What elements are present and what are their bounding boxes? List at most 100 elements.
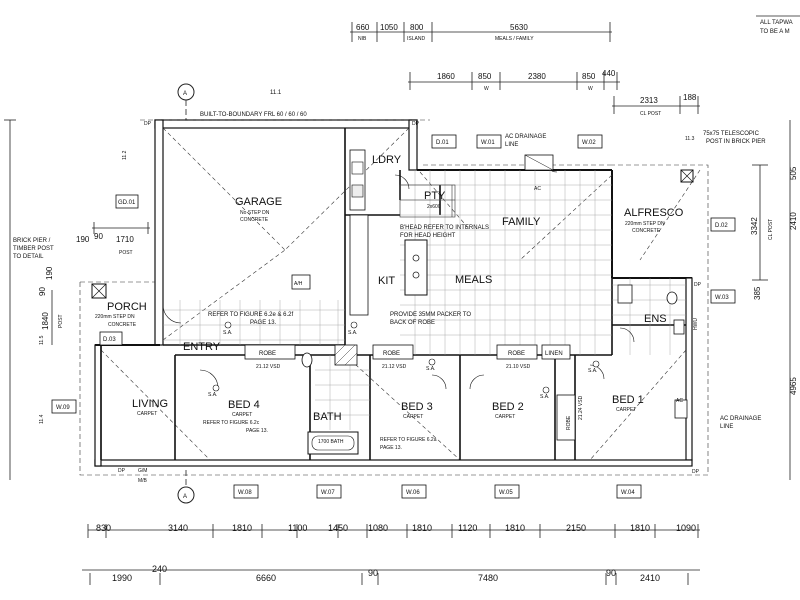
robe-label-bed1: ROBE [566,415,572,430]
room-ldry: LDRY [372,154,402,166]
bottom-dim-value: 1810 [505,523,525,533]
section-label-top: A [183,91,187,97]
shower-hatch [334,344,358,366]
tag-w01: W.01 [481,140,495,146]
telescopic-post-2: POST IN BRICK PIER [706,139,766,145]
dim-label-w2: W [588,86,593,92]
left-dim-1710: 1710 [116,235,134,244]
ac-drainage-top-line: LINE [505,142,518,148]
dp-label-4: DP [692,469,700,475]
tag-w05: W.05 [499,490,513,496]
section-marker-top: A [177,83,195,120]
dim-label-nib: NIB [358,36,367,42]
room-kit: KIT [378,275,395,287]
right-dimensions: 3342 CL POST 2410 4965 505 385 11.3 [685,120,798,480]
bottom-dim-value: 90 [606,568,616,578]
bed4-note1: REFER TO FIGURE 6.2c [203,420,260,426]
section-label-bottom: A [183,494,187,500]
left-dim-11-5: 11.5 [39,335,45,345]
right-dim-2410: 2410 [789,212,798,230]
dim-5630: 5630 [510,23,528,32]
ah-label: A/H [294,281,303,287]
brick-pier-3: TO DETAIL [13,254,44,260]
annotations: BUILT-TO-BOUNDARY FRL 60 / 60 / 60 11.1 … [13,90,766,484]
mb-label: M/B [138,478,148,484]
left-dim-90: 90 [94,232,103,241]
toilets [301,284,685,368]
bottom-dim-value: 3140 [168,523,188,533]
room-bed3-sub: CARPET [403,414,423,420]
bottom-dim-value: 1810 [232,523,252,533]
ac-unit [524,154,688,419]
tag-gd01: GD.01 [118,200,136,206]
dim-850b: 850 [582,72,596,81]
room-porch-sub1: 220mm STEP DN [95,314,135,320]
dim-1050: 1050 [380,23,398,32]
bath-note2: PAGE 13. [380,445,402,451]
hip-lines [100,127,701,461]
room-alfresco-sub2: CONCRETE [632,228,661,234]
sa-label-3: S.A. [208,392,217,398]
vsd-label-1: 21.12 VSD [256,364,281,370]
right-dim-385: 385 [753,286,762,300]
bhead-note-2: FOR HEAD HEIGHT [400,233,456,239]
tag-d03: D.03 [103,337,116,343]
brick-pier-2: TIMBER POST [13,246,54,252]
bath-1700-label: 1700 BATH [318,439,344,445]
ah-box: A/H [291,274,311,290]
bottom-dim-value: 6660 [256,573,276,583]
dim-label-w1: W [484,86,489,92]
brick-pier-1: BRICK PIER / [13,238,51,244]
bottom-dim-value: 1100 [288,523,307,533]
fixture-labels: ROBE ROBE ROBE LINEN ROBE 21.12 VSD 21.1… [256,351,584,445]
room-bed1: BED 1 [612,394,644,406]
packer-note-2: BACK OF ROBE [390,320,435,326]
top-dimensions: 660 1050 800 5630 NIB ISLAND MEALS / FAM… [350,22,700,117]
pty-note: 2x600 [427,204,441,210]
right-dim-505: 505 [789,166,798,180]
room-alfresco: ALFRESCO [624,207,684,219]
bottom-dim-value: 1810 [412,523,432,533]
room-garage-sub1: No STEP DN [240,210,270,216]
sa-label-4: S.A. [426,366,435,372]
bottom-dim-value: 1080 [368,523,388,533]
posts [91,169,694,299]
kitchen-island [404,239,428,296]
tag-w07: W.07 [321,490,335,496]
room-bed2-sub: CARPET [495,414,515,420]
dim-440: 440 [602,69,616,78]
dim-2380: 2380 [528,72,546,81]
room-family: FAMILY [502,216,541,228]
room-bed4-sub: CARPET [232,412,252,418]
dim-2313: 2313 [640,96,658,105]
ac-drainage-right-line: LINE [720,424,733,430]
robe-label-bed2: ROBE [508,351,525,357]
bottom-dim-value: 1810 [630,523,650,533]
ac-drainage-top: AC DRAINAGE [505,134,546,140]
left-dimensions: 1710 POST 190 90 1840 POST 90 190 11.5 1… [4,119,150,480]
interior-walls [100,128,686,460]
robes [244,344,576,441]
right-dim-4965: 4965 [789,377,798,395]
annotation-11-1: 11.1 [270,90,282,96]
robe-label-bed3: ROBE [383,351,400,357]
right-dim-cl-post: CL POST [768,219,774,240]
room-ens: ENS [644,313,667,325]
built-to-boundary: BUILT-TO-BOUNDARY FRL 60 / 60 / 60 [200,112,307,118]
room-bed1-sub: CARPET [616,407,636,413]
right-dim-11-3: 11.3 [685,136,695,142]
room-alfresco-sub1: 220mm STEP DN [625,221,665,227]
bottom-dim-value: 7480 [478,573,498,583]
left-dim-11-4: 11.4 [39,414,45,424]
room-entry: ENTRY [183,341,221,353]
room-garage: GARAGE [235,196,282,208]
bottom-dim-value: 1990 [112,573,132,583]
dp-label-2: DP [412,121,420,127]
bottom-dim-value: 1450 [328,523,348,533]
dim-label-meals-family: MEALS / FAMILY [495,36,534,42]
sa-label-6: S.A. [588,368,597,374]
room-bed2: BED 2 [492,401,524,413]
roof-outline [79,119,709,476]
